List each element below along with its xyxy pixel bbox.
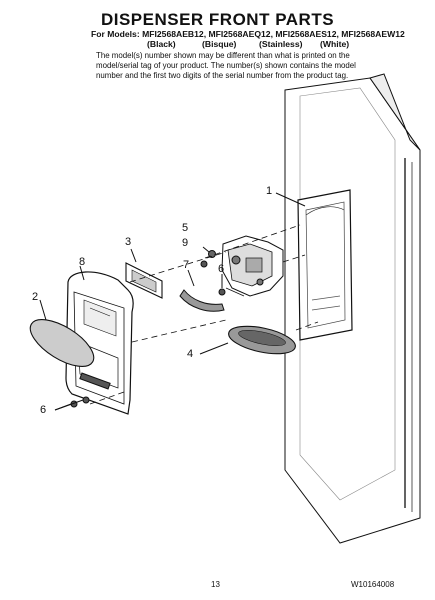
callout-5: 5 (182, 222, 188, 234)
model-numbers: For Models: MFI2568AEB12, MFI2568AEQ12, … (91, 29, 405, 39)
callout-1: 1 (266, 185, 272, 197)
dispenser-frame-part-8 (65, 265, 134, 415)
page-title: DISPENSER FRONT PARTS (100, 10, 335, 29)
callout-7: 7 (183, 259, 189, 271)
color-black: (Black) (147, 39, 176, 49)
callout-6-lower: 6 (40, 404, 46, 416)
plate-part-3 (125, 248, 163, 299)
screw-9 (202, 246, 216, 258)
callout-3: 3 (125, 236, 131, 248)
dispenser-housing (221, 235, 284, 297)
lever-part-7 (179, 269, 225, 312)
color-stainless: (Stainless) (259, 39, 303, 49)
callout-6-upper: 6 (218, 263, 224, 275)
refrigerator-door (284, 73, 421, 544)
callout-8: 8 (79, 256, 85, 268)
callout-line-1 (275, 192, 306, 207)
assembly-lines (89, 224, 319, 405)
document-number: W10164008 (351, 580, 395, 589)
pad-part-2 (29, 299, 95, 367)
paddle-part-4 (199, 325, 296, 355)
color-white: (White) (320, 39, 350, 49)
callout-9: 9 (182, 237, 188, 249)
callout-4: 4 (187, 348, 193, 360)
color-bisque: (Bisque) (202, 39, 237, 49)
model-note: The model(s) number shown may be differe… (96, 51, 356, 80)
screws-6-upper (200, 260, 226, 296)
callout-2: 2 (32, 291, 38, 303)
page-number: 13 (211, 580, 220, 589)
screws-6-lower (54, 396, 90, 411)
